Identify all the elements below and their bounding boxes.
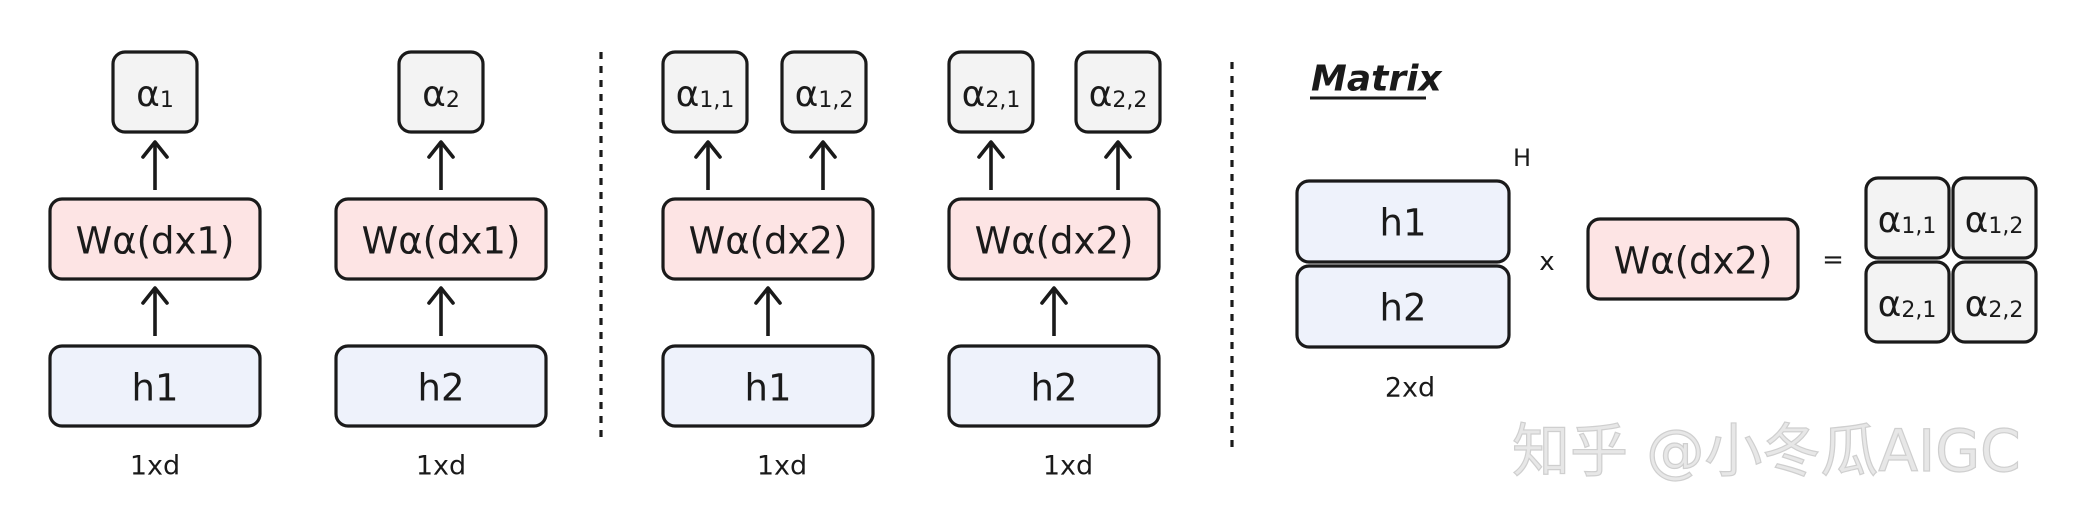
alpha-box bbox=[947, 50, 1035, 134]
w-alpha-label: Wα(dx1) bbox=[76, 220, 235, 263]
alpha-symbol: α1,2 bbox=[1965, 200, 2024, 241]
arrow-head bbox=[1040, 286, 1068, 305]
watermark: 知乎 @小冬瓜AIGC bbox=[1512, 417, 2021, 485]
alpha-box bbox=[1864, 176, 1951, 260]
h1-label: h1 bbox=[1380, 202, 1427, 245]
w-alpha-label: Wα(dx2) bbox=[689, 220, 848, 263]
matrix-title: Matrix bbox=[1311, 59, 1443, 100]
h1-label: h1 bbox=[132, 367, 179, 410]
h1-box bbox=[661, 344, 875, 428]
arrow-head bbox=[427, 140, 455, 159]
h2-box bbox=[1295, 264, 1511, 349]
panel-two-heads: h1 Wα(dx2) α1,1 α1,2 1xd h2 Wα(dx2) α2,1… bbox=[661, 50, 1162, 482]
alpha-symbol: α1,1 bbox=[1878, 200, 1937, 241]
alpha-symbol: α1,1 bbox=[676, 74, 735, 115]
arrow-head bbox=[141, 286, 169, 305]
arrow-head bbox=[809, 140, 837, 159]
alpha-symbol: α1 bbox=[136, 74, 174, 115]
alpha-box bbox=[780, 50, 868, 134]
dim-label: 1xd bbox=[1043, 451, 1093, 482]
equals-sign: = bbox=[1822, 245, 1844, 275]
alpha-box bbox=[1864, 260, 1951, 344]
h2-label: h2 bbox=[418, 367, 465, 410]
panel-matrix: Matrix h1 h2 H 2xd x Wα(dx2) = α1,1 α1,2… bbox=[1295, 59, 2038, 404]
w-alpha-box bbox=[947, 197, 1161, 281]
alpha-box bbox=[111, 50, 199, 134]
arrow-head bbox=[694, 140, 722, 159]
multiply-sign: x bbox=[1539, 247, 1554, 277]
arrow-head bbox=[977, 140, 1005, 159]
panel-single-head: h1 Wα(dx1) α1 1xd h2 Wα(dx1) α2 1xd bbox=[48, 50, 548, 482]
alpha-box bbox=[661, 50, 749, 134]
h2-box bbox=[947, 344, 1161, 428]
h2-label: h2 bbox=[1031, 367, 1078, 410]
w-alpha-label: Wα(dx2) bbox=[975, 220, 1134, 263]
h2-box bbox=[334, 344, 548, 428]
dim-label: 2xd bbox=[1385, 373, 1435, 404]
w-alpha-box bbox=[334, 197, 548, 281]
alpha-box bbox=[1074, 50, 1162, 134]
alpha-symbol: α2,1 bbox=[1878, 284, 1937, 325]
alpha-box bbox=[1951, 260, 2038, 344]
dim-label: 1xd bbox=[130, 451, 180, 482]
alpha-symbol: α2,2 bbox=[1089, 74, 1148, 115]
alpha-box bbox=[397, 50, 485, 134]
h1-box bbox=[1295, 179, 1511, 264]
alpha-symbol: α2,2 bbox=[1965, 284, 2024, 325]
alpha-box bbox=[1951, 176, 2038, 260]
w-alpha-label: Wα(dx2) bbox=[1614, 240, 1773, 283]
w-alpha-box bbox=[48, 197, 262, 281]
arrow-head bbox=[1104, 140, 1132, 159]
h1-label: h1 bbox=[745, 367, 792, 410]
alpha-symbol: α1,2 bbox=[795, 74, 854, 115]
h1-box bbox=[48, 344, 262, 428]
dim-label: 1xd bbox=[757, 451, 807, 482]
alpha-symbol: α2 bbox=[422, 74, 460, 115]
w-alpha-box bbox=[1586, 217, 1800, 301]
arrow-head bbox=[427, 286, 455, 305]
alpha-symbol: α2,1 bbox=[962, 74, 1021, 115]
h2-label: h2 bbox=[1380, 287, 1427, 330]
arrow-head bbox=[754, 286, 782, 305]
w-alpha-box bbox=[661, 197, 875, 281]
w-alpha-label: Wα(dx1) bbox=[362, 220, 521, 263]
dim-label: 1xd bbox=[416, 451, 466, 482]
arrow-head bbox=[141, 140, 169, 159]
hidden-states-label: H bbox=[1513, 144, 1531, 172]
